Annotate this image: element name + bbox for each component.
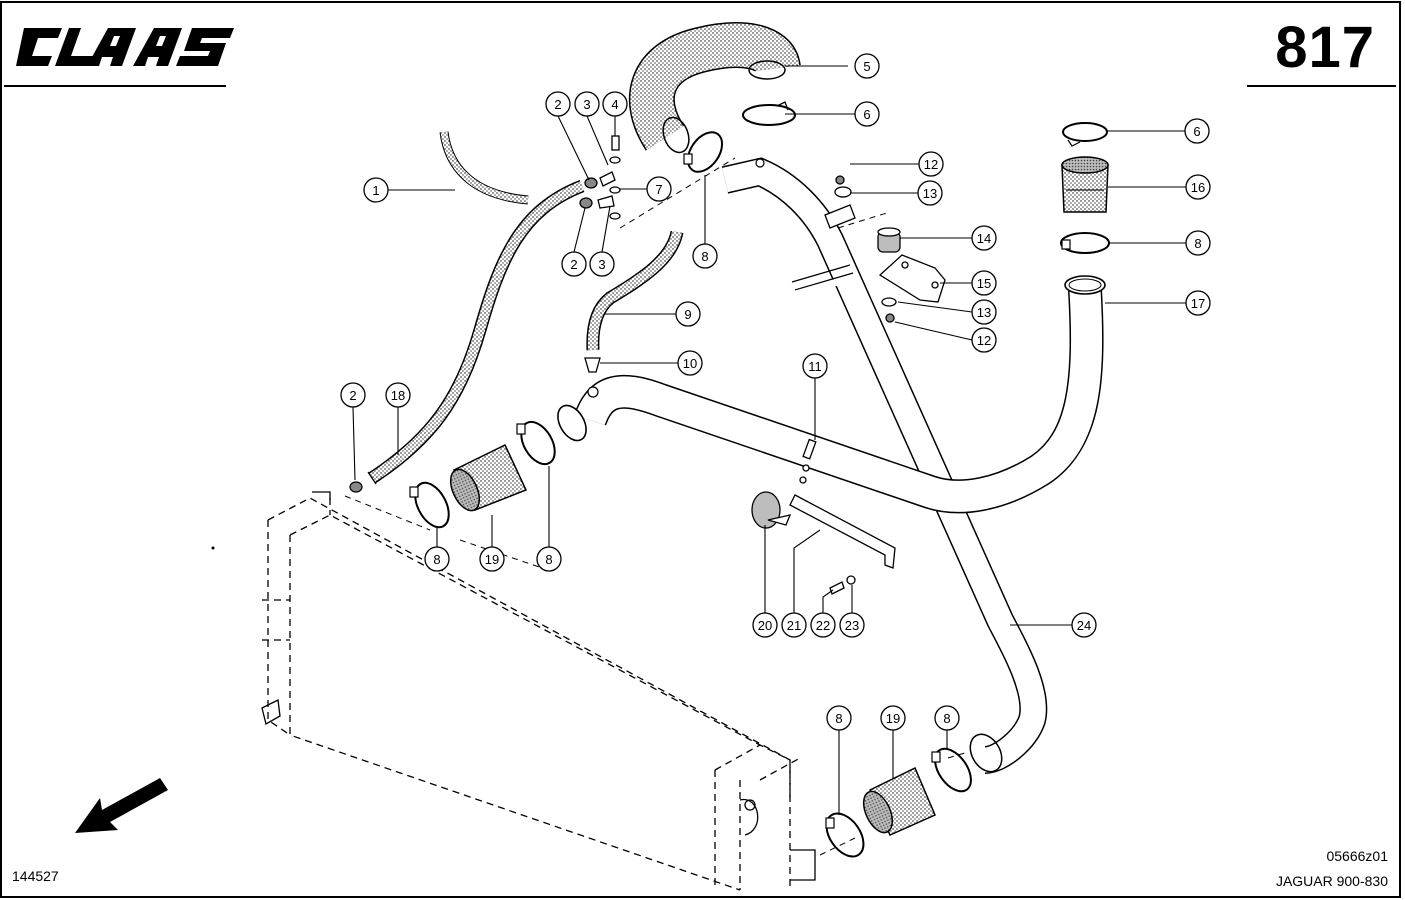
- radiator-fittings: [261, 491, 816, 881]
- callout-label: 2: [570, 257, 577, 272]
- callout-label: 14: [977, 231, 991, 246]
- callout-label: 5: [863, 59, 870, 74]
- radiator-outline: [262, 497, 801, 891]
- bracket-21: [751, 438, 896, 595]
- callout-label: 19: [485, 552, 499, 567]
- callout-label: 24: [1077, 618, 1091, 633]
- clamp-8-bottom-right: [934, 747, 972, 793]
- callout-label: 21: [787, 618, 801, 633]
- callout-label: 3: [583, 97, 590, 112]
- clamp-6-left: [742, 104, 796, 126]
- callout-label: 2: [554, 97, 561, 112]
- callout-label: 6: [863, 107, 870, 122]
- callout-labels: 1 2 3 4 5 6 7 8 2 3 8 9 10 12 13 14 15 1…: [349, 59, 1205, 726]
- callout-label: 8: [545, 552, 552, 567]
- model-name: JAGUAR 900-830: [1275, 873, 1388, 889]
- callout-label: 1: [372, 183, 379, 198]
- callout-label: 15: [977, 276, 991, 291]
- callout-label: 12: [977, 333, 991, 348]
- callout-label: 22: [816, 618, 830, 633]
- clip-2-lower: [349, 481, 363, 493]
- clamp-8-mid: [520, 420, 556, 466]
- callout-label: 4: [611, 97, 618, 112]
- callout-label: 13: [977, 305, 991, 320]
- callout-label: 12: [924, 157, 938, 172]
- callout-circles: [340, 53, 1211, 731]
- callout-label: 7: [655, 182, 662, 197]
- fitting-group-top: [579, 135, 621, 220]
- callout-label: 2: [349, 388, 356, 403]
- leader-lines: [352, 65, 1186, 815]
- callout-label: 8: [1194, 236, 1201, 251]
- callout-label: 16: [1191, 180, 1205, 195]
- callout-label: 8: [701, 249, 708, 264]
- callout-label: 13: [923, 186, 937, 201]
- callout-label: 17: [1191, 296, 1205, 311]
- callout-label: 8: [835, 711, 842, 726]
- clamp-8-bottom-left: [825, 812, 865, 858]
- callout-label: 10: [683, 356, 697, 371]
- fitting-10: [584, 357, 601, 373]
- clamp-6-right: [1062, 122, 1108, 142]
- callout-label: 6: [1193, 124, 1200, 139]
- bracket-15: [824, 175, 946, 323]
- callout-label: 19: [886, 711, 900, 726]
- callout-label: 9: [684, 307, 691, 322]
- callout-label: 18: [391, 388, 405, 403]
- drawing-id: 144527: [12, 868, 59, 884]
- callout-label: 20: [758, 618, 772, 633]
- clamp-8-top: [686, 131, 724, 173]
- claas-logo: [16, 28, 234, 66]
- clamp-8-left: [414, 481, 450, 529]
- callout-label: 11: [808, 359, 822, 374]
- callout-label: 8: [433, 552, 440, 567]
- callout-label: 3: [598, 257, 605, 272]
- page-number: 817: [1275, 15, 1375, 80]
- figure-code: 05666z01: [1326, 848, 1388, 864]
- arrow-down-left-icon: [75, 778, 168, 833]
- callout-label: 8: [943, 711, 950, 726]
- callout-label: 23: [845, 618, 859, 633]
